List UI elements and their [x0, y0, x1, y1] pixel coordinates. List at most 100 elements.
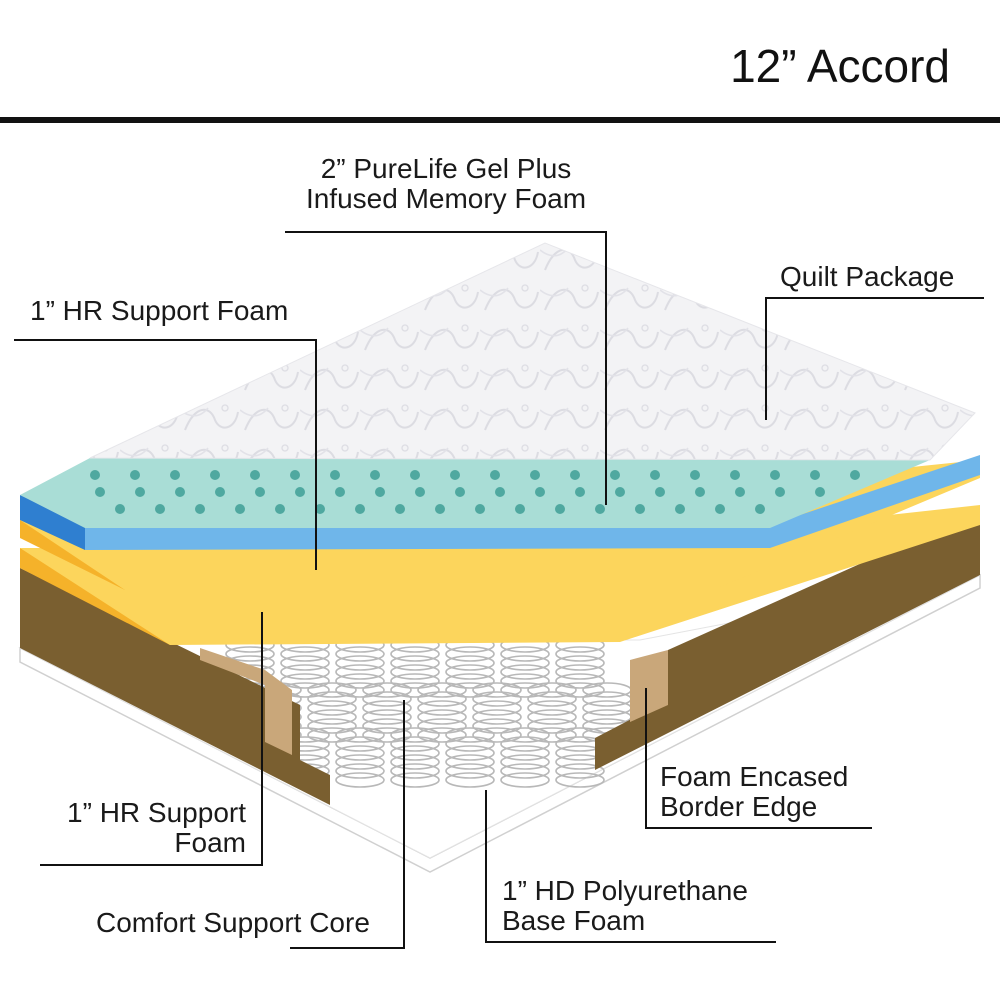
foam-dot: [730, 470, 740, 480]
coil-ring: [390, 673, 440, 689]
coil-ring: [390, 763, 440, 779]
coil-ring: [500, 646, 550, 662]
coil-ring: [445, 745, 495, 761]
coil-ring: [445, 646, 495, 662]
foam-dot: [610, 470, 620, 480]
foam-dot: [130, 470, 140, 480]
foam-dot: [255, 487, 265, 497]
foam-dot: [555, 504, 565, 514]
product-title: 12” Accord: [730, 40, 950, 92]
coil-ring: [445, 763, 495, 779]
coil-ring: [417, 682, 467, 698]
coil-ring: [225, 646, 275, 662]
foam-dot: [395, 504, 405, 514]
coil-ring: [555, 664, 605, 680]
coil-ring: [307, 682, 357, 698]
label-base-foam: 1” HD Polyurethane Base Foam: [502, 876, 748, 936]
foam-dot: [370, 470, 380, 480]
label-quilt-line1: Quilt Package: [780, 261, 955, 292]
foam-dot: [290, 470, 300, 480]
coil-ring: [335, 754, 385, 770]
foam-dot: [415, 487, 425, 497]
coil-ring: [445, 673, 495, 689]
foam-dot: [135, 487, 145, 497]
coil-ring: [280, 646, 330, 662]
coil-ring: [335, 640, 385, 653]
foam-dot: [250, 470, 260, 480]
foam-dot: [410, 470, 420, 480]
foam-dot: [155, 504, 165, 514]
coil-ring: [500, 640, 550, 653]
foam-dot: [570, 470, 580, 480]
coil-ring: [527, 700, 577, 716]
coil-ring: [307, 700, 357, 716]
coil-ring: [307, 718, 357, 734]
foam-dot: [675, 504, 685, 514]
coil-ring: [280, 664, 330, 680]
memory-foam-side: [20, 495, 85, 550]
coil-ring: [472, 709, 522, 725]
label-border-line2: Border Edge: [660, 791, 818, 822]
leader-hr-top: [14, 339, 317, 570]
coil-ring: [335, 682, 385, 698]
coil-ring: [445, 664, 495, 680]
coil-ring: [390, 682, 440, 698]
coil-ring: [417, 700, 467, 716]
foam-dot: [355, 504, 365, 514]
foam-dot: [650, 470, 660, 480]
coil-ring: [362, 682, 412, 698]
coil-ring: [335, 745, 385, 761]
coil-ring: [362, 700, 412, 716]
foam-dot: [90, 470, 100, 480]
foam-dot: [515, 504, 525, 514]
foam-dot: [335, 487, 345, 497]
coil-ring: [527, 691, 577, 707]
coil-ring: [335, 772, 385, 788]
label-border-edge: Foam Encased Border Edge: [660, 762, 848, 822]
label-base-line2: Base Foam: [502, 905, 646, 936]
coil-ring: [472, 718, 522, 734]
coil-ring: [417, 691, 467, 707]
foam-dot: [615, 487, 625, 497]
foam-dot: [495, 487, 505, 497]
coil-ring: [527, 709, 577, 725]
foam-dot: [275, 504, 285, 514]
foam-dot: [330, 470, 340, 480]
leader-hr-bottom: [40, 612, 263, 866]
coil-ring: [417, 709, 467, 725]
coil-ring: [390, 772, 440, 788]
foam-dot: [770, 470, 780, 480]
foam-dot: [655, 487, 665, 497]
foam-dot: [755, 504, 765, 514]
coil-ring: [280, 640, 330, 653]
coil-ring: [555, 763, 605, 779]
label-memory-foam: 2” PureLife Gel Plus Infused Memory Foam: [296, 154, 596, 214]
foam-dot: [375, 487, 385, 497]
coil-ring: [307, 691, 357, 707]
coil-ring: [362, 691, 412, 707]
coil-ring: [555, 655, 605, 671]
coil-ring: [500, 682, 550, 698]
coil-ring: [225, 640, 275, 653]
title-divider: [0, 117, 1000, 123]
label-hr-support-bottom: 1” HR Support Foam: [40, 798, 246, 858]
coil-ring: [362, 718, 412, 734]
coil-ring: [335, 673, 385, 689]
foam-dot: [690, 470, 700, 480]
foam-dot: [95, 487, 105, 497]
coil-ring: [307, 727, 357, 743]
coil-ring: [445, 727, 495, 743]
foam-dot: [775, 487, 785, 497]
coil-ring: [390, 745, 440, 761]
foam-dot: [535, 487, 545, 497]
coil-ring: [445, 682, 495, 698]
leader-border: [645, 688, 872, 829]
coil-ring: [555, 673, 605, 689]
coil-ring: [390, 655, 440, 671]
coil-ring: [445, 736, 495, 752]
leader-core: [290, 700, 405, 949]
coil-ring: [500, 655, 550, 671]
foam-dot: [530, 470, 540, 480]
leader-quilt: [765, 297, 984, 420]
label-memory-foam-line2: Infused Memory Foam: [305, 183, 587, 214]
